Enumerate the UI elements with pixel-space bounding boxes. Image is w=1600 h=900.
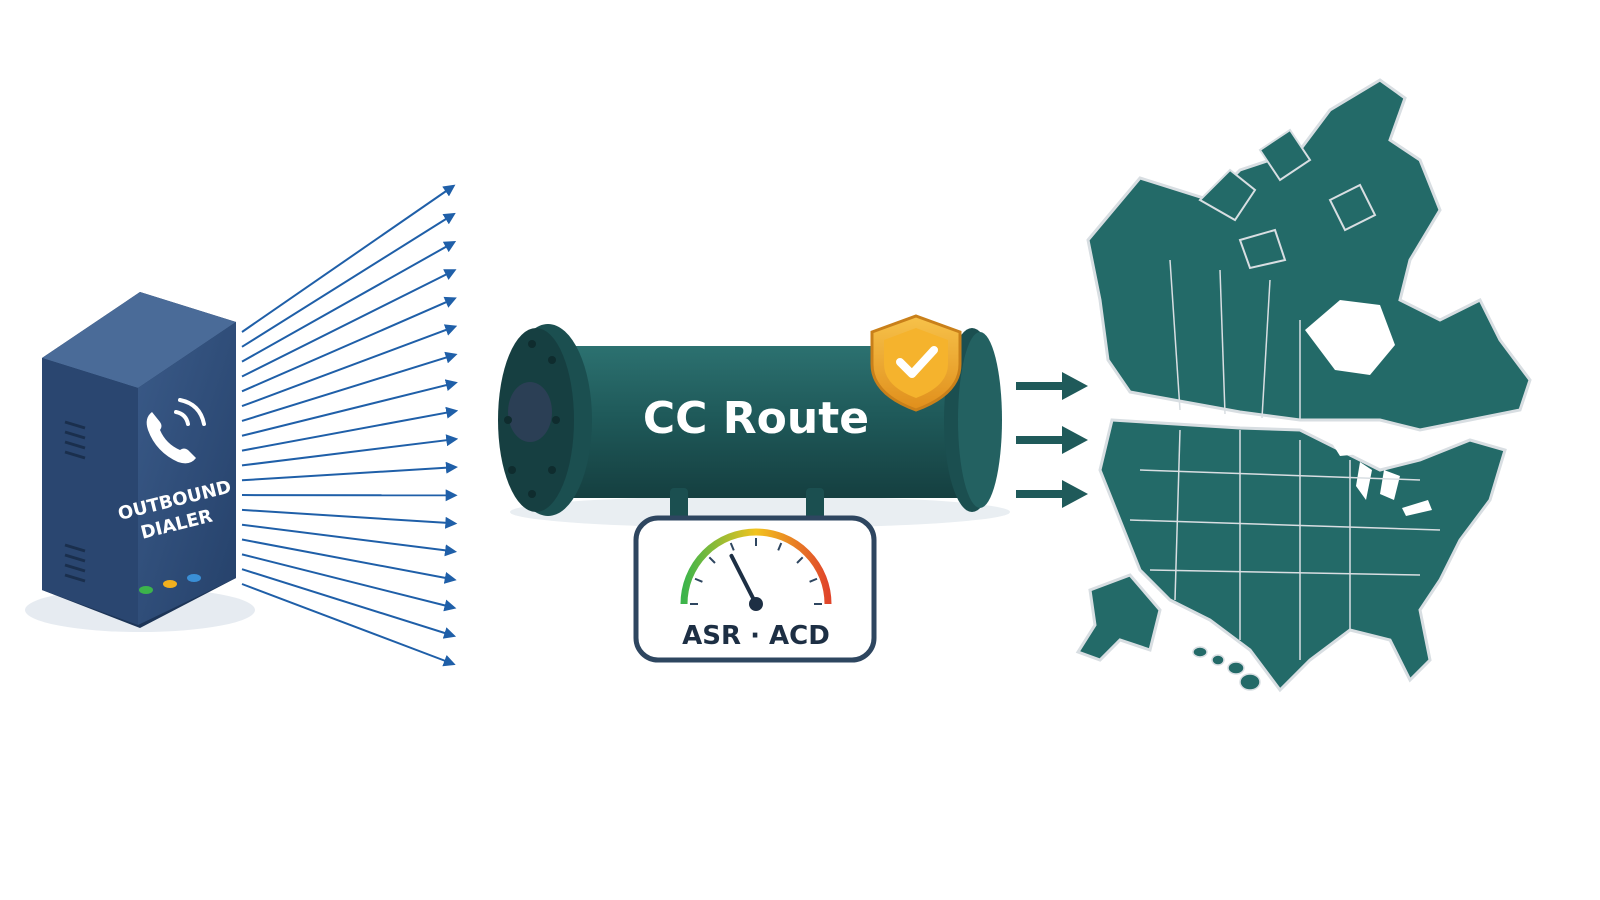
usa-shape bbox=[1098, 418, 1507, 693]
gauge-tick bbox=[694, 577, 703, 583]
fanout-arrow bbox=[241, 538, 457, 584]
arctic-islands bbox=[1198, 128, 1377, 270]
flow-arrow bbox=[1016, 372, 1088, 400]
fanout-arrow bbox=[241, 553, 457, 612]
fanout-arrow bbox=[241, 324, 458, 408]
gauge-connector-right bbox=[806, 488, 824, 524]
fanout-arrow bbox=[241, 379, 458, 437]
route-label: CC Route bbox=[643, 393, 869, 444]
border-lines bbox=[1129, 259, 1441, 660]
dialer-vents bbox=[64, 420, 86, 583]
status-led bbox=[139, 586, 153, 594]
dialer-left bbox=[42, 358, 138, 625]
cc-route-pipe: CC Route bbox=[498, 314, 1010, 528]
flow-arrow bbox=[1016, 426, 1088, 454]
gauge-panel bbox=[633, 515, 877, 663]
pipe-opening bbox=[508, 382, 552, 442]
phone-icon bbox=[146, 398, 206, 464]
fanout-arrow bbox=[241, 406, 459, 452]
fanout-arrow bbox=[241, 568, 457, 639]
status-led bbox=[187, 574, 201, 582]
fanout-arrow bbox=[241, 269, 457, 378]
status-led bbox=[163, 580, 177, 588]
flange-bolts bbox=[504, 340, 560, 498]
gauge-tick bbox=[777, 542, 783, 551]
pipe-shadow bbox=[510, 496, 1010, 528]
gauge-tick bbox=[729, 542, 735, 551]
alaska-shape bbox=[1075, 573, 1162, 662]
dialer-top bbox=[42, 292, 236, 388]
fanout-arrow bbox=[241, 184, 456, 333]
fanout-arrow bbox=[241, 583, 456, 667]
fanout-arrow bbox=[241, 523, 458, 557]
shield-check-icon bbox=[870, 314, 962, 412]
dialer-front bbox=[138, 322, 236, 625]
outbound-dialer: OUTBOUND DIALER bbox=[25, 292, 255, 632]
fanout-arrow bbox=[241, 461, 458, 482]
gauge-arc bbox=[680, 528, 832, 605]
canada-shape bbox=[1086, 78, 1532, 432]
gauge-label: ASR · ACD bbox=[682, 621, 830, 651]
fanout-arrow bbox=[241, 212, 456, 348]
fanout-arrow bbox=[241, 508, 458, 529]
fanout-arrow bbox=[241, 241, 457, 363]
fanout-arrow bbox=[241, 434, 459, 467]
great-lakes bbox=[1330, 438, 1432, 516]
gauge-connector-left bbox=[670, 488, 688, 524]
flow-arrow bbox=[1016, 480, 1088, 508]
north-america-map-icon bbox=[1075, 78, 1532, 693]
gauge-ticks bbox=[690, 538, 822, 605]
gauge-needle bbox=[729, 553, 758, 606]
gauge-tick bbox=[809, 577, 818, 583]
gauge-tick bbox=[796, 556, 804, 564]
fanout-arrow bbox=[241, 296, 457, 393]
fanout-arrow bbox=[241, 351, 458, 422]
pipe-right-flange-face bbox=[958, 332, 1002, 508]
fanout-arrows bbox=[241, 184, 459, 667]
gauge-tick bbox=[708, 556, 716, 564]
hawaii-shape bbox=[1192, 646, 1261, 691]
hudson-bay bbox=[1305, 300, 1395, 375]
gauge-hub bbox=[749, 597, 763, 611]
status-leds bbox=[139, 574, 201, 594]
flow-arrows bbox=[1016, 372, 1088, 508]
asr-acd-gauge: ASR · ACD bbox=[633, 515, 877, 663]
